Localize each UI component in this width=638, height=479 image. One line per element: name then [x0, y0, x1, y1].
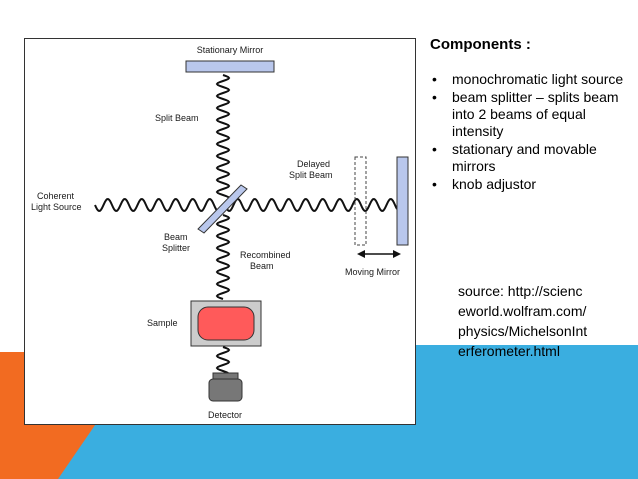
detector-body — [208, 378, 243, 402]
list-item-text: knob adjustor — [452, 176, 537, 192]
interferometer-diagram: Stationary Mirror Split Beam Coherent Li… — [24, 38, 416, 425]
sample-label: Sample — [147, 318, 178, 328]
source-note: source: http://scienceworld.wolfram.com/… — [458, 283, 588, 359]
diagram-canvas: Stationary Mirror Split Beam Coherent Li… — [31, 45, 409, 420]
moving-mirror — [396, 156, 409, 246]
list-item-text: stationary and movable mirrors — [452, 141, 597, 174]
split-beam-label: Split Beam — [155, 113, 199, 123]
stationary-mirror — [185, 60, 275, 73]
detector-top — [212, 372, 239, 380]
list-item: • monochromatic light source — [430, 71, 630, 88]
list-item: • knob adjustor — [430, 176, 630, 193]
beam-splitter-label-1: Beam — [164, 232, 188, 242]
bullet-icon: • — [432, 141, 437, 157]
recombined-beam-label-1: Recombined — [240, 250, 291, 260]
bullet-icon: • — [432, 176, 437, 192]
list-item-text: monochromatic light source — [452, 71, 624, 87]
list-item: • beam splitter – splits beam into 2 beam… — [430, 89, 630, 140]
components-panel: Components : • monochromatic light source… — [430, 36, 630, 194]
detector-beam-wave — [215, 346, 231, 374]
delayed-beam-label-1: Delayed — [297, 159, 330, 169]
coherent-light-wave — [94, 197, 222, 213]
arrow-head-right — [393, 250, 401, 258]
recombined-beam-label-2: Beam — [250, 261, 274, 271]
stationary-mirror-label: Stationary Mirror — [197, 45, 264, 55]
detector-label: Detector — [208, 410, 242, 420]
coherent-light-label-1: Coherent — [37, 191, 75, 201]
coherent-light-label-2: Light Source — [31, 202, 82, 212]
moving-mirror-label: Moving Mirror — [345, 267, 400, 277]
split-beam-wave — [215, 74, 231, 200]
bullet-icon: • — [432, 89, 437, 105]
delayed-split-beam-wave — [224, 197, 398, 213]
bullet-icon: • — [432, 71, 437, 87]
list-item: • stationary and movable mirrors — [430, 141, 630, 175]
components-title: Components : — [430, 36, 531, 53]
components-list: • monochromatic light source • beam splitt… — [430, 71, 630, 193]
delayed-beam-label-2: Split Beam — [289, 170, 333, 180]
arrow-head-left — [357, 250, 365, 258]
beam-splitter-label-2: Splitter — [162, 243, 190, 253]
moving-mirror-ghost — [354, 156, 367, 246]
sample-cell — [197, 306, 255, 341]
beam-splitter — [197, 184, 248, 234]
list-item-text: beam splitter – splits beam into 2 beams… — [452, 89, 619, 139]
recombined-beam-wave — [215, 214, 231, 300]
